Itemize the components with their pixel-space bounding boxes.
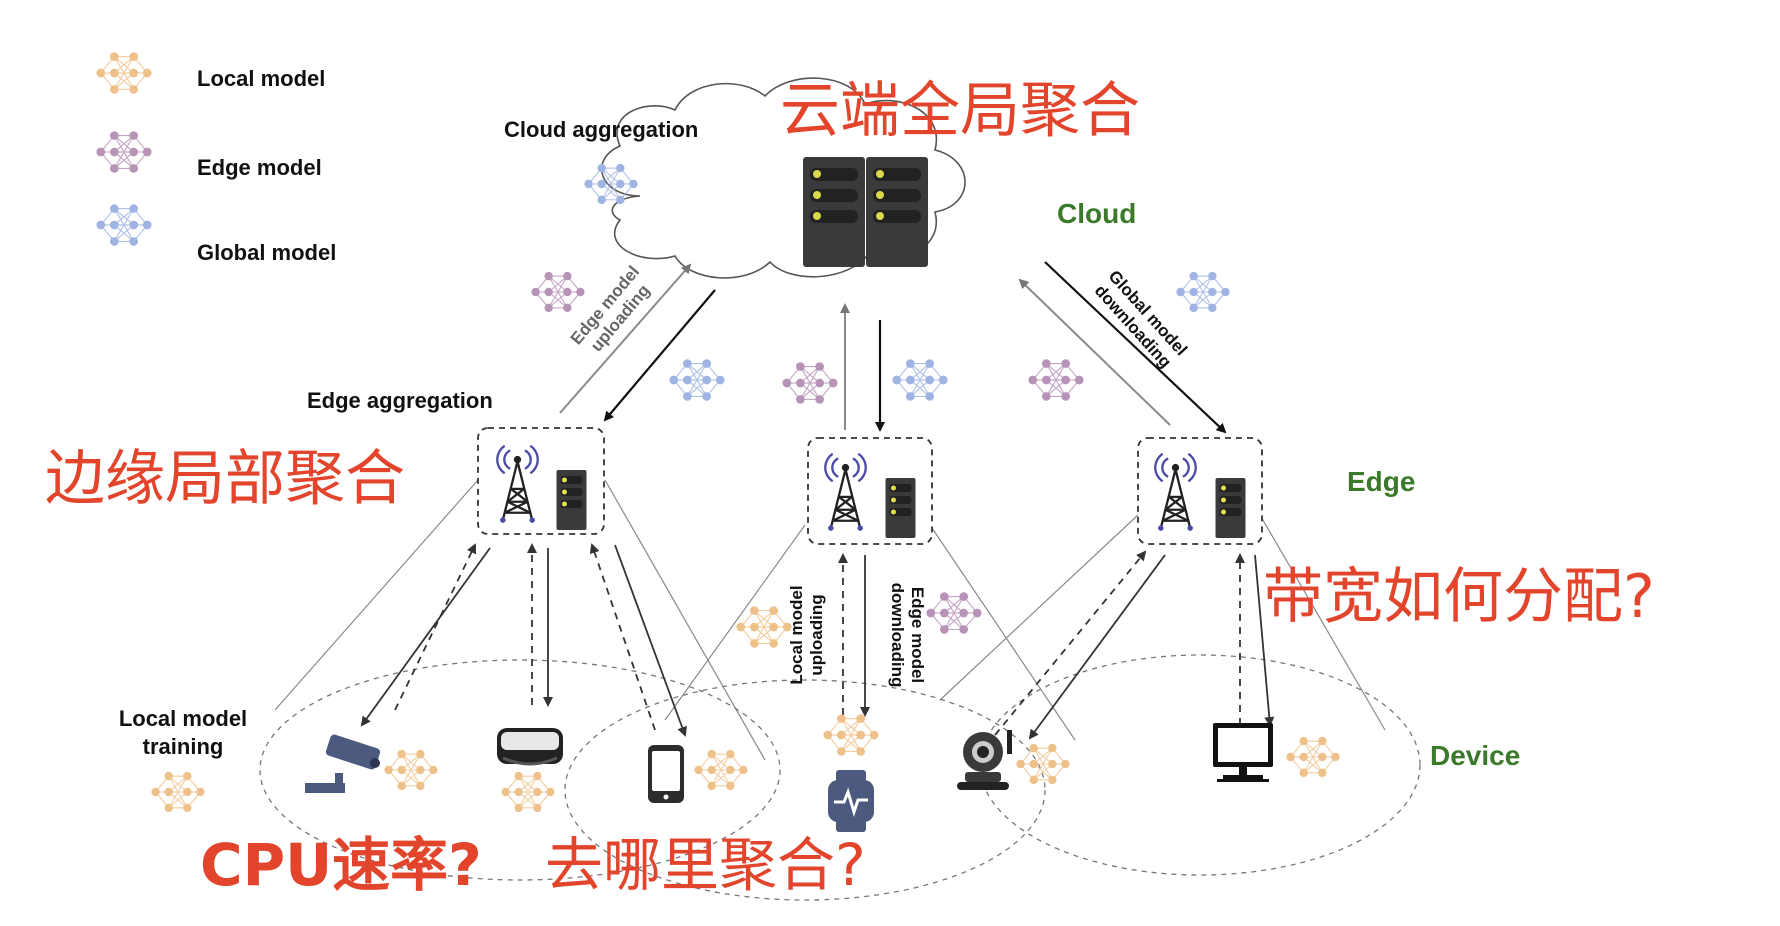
annotation-edge-local-aggregation: 边缘局部聚合	[45, 444, 405, 514]
vr-headset-icon	[497, 728, 563, 766]
smartphone-icon	[648, 745, 684, 803]
cctv-camera-icon	[305, 734, 381, 793]
legend	[95, 51, 153, 247]
edge-coverage-lines	[274, 479, 1386, 761]
local-model-training-label: Local model training	[113, 706, 253, 760]
legend-global-model-label: Global model	[197, 240, 337, 265]
edge-device-arrows	[360, 543, 1275, 740]
local-model-training-line2: training	[142, 734, 224, 759]
device-tier-label: Device	[1430, 740, 1521, 771]
local-model-icon	[693, 749, 749, 791]
local-model-icon	[150, 771, 206, 813]
global-model-legend-icon	[95, 203, 153, 247]
edge-model-icon	[925, 591, 983, 635]
local-model-training-line1: Local model	[118, 706, 248, 731]
cloud-server-rack-icon	[803, 157, 928, 267]
server-rack-icon	[556, 470, 587, 530]
edge-model-icon	[781, 361, 839, 405]
device-cluster-middle	[564, 679, 1046, 901]
smartwatch-icon	[828, 770, 874, 832]
global-model-icon	[1175, 271, 1231, 313]
annotation-where-to-aggregate: 去哪里聚合?	[545, 831, 866, 899]
legend-edge-model-label: Edge model	[197, 155, 322, 180]
edge-model-legend-icon	[95, 130, 153, 174]
server-rack-icon	[885, 478, 916, 538]
device-cluster-right	[979, 654, 1421, 876]
local-model-uploading-line1: Local model	[787, 585, 806, 685]
cloud-aggregation-label: Cloud aggregation	[504, 117, 699, 142]
device-cluster-left	[259, 659, 781, 881]
cloud-tier-label: Cloud	[1057, 198, 1137, 229]
local-model-uploading-label: Local model uploading	[787, 570, 827, 700]
local-model-icon	[822, 713, 880, 757]
local-model-icon	[1285, 736, 1341, 778]
local-model-icon	[1015, 743, 1071, 785]
legend-local-model-label: Local model	[197, 66, 326, 91]
cloud-edge-arrows	[559, 261, 1227, 434]
edge-model-downloading-label: Edge model downloading	[887, 570, 927, 700]
edge-node-right	[1137, 437, 1263, 545]
webcam-icon	[957, 730, 1012, 790]
local-model-legend-icon	[95, 51, 153, 95]
local-model-uploading-line2: uploading	[807, 594, 826, 676]
edge-node-middle	[807, 437, 933, 545]
edge-model-downloading-line2: downloading	[888, 582, 907, 688]
annotation-cloud-global-aggregation: 云端全局聚合	[780, 76, 1140, 146]
monitor-icon	[1213, 723, 1273, 782]
global-model-icon	[668, 358, 726, 402]
edge-tier-label: Edge	[1347, 466, 1416, 497]
edge-model-icon	[1027, 358, 1085, 402]
annotation-cpu-rate: CPU速率?	[200, 831, 482, 899]
global-model-icon	[891, 358, 949, 402]
annotation-bandwidth-allocation: 带宽如何分配?	[1263, 562, 1655, 632]
server-rack-icon	[1215, 478, 1246, 538]
edge-node-left	[477, 427, 605, 535]
edge-aggregation-label: Edge aggregation	[307, 388, 493, 413]
local-model-icon	[735, 605, 793, 649]
local-model-icon	[383, 749, 439, 791]
local-model-icon	[500, 771, 556, 813]
edge-model-icon	[530, 271, 586, 313]
edge-model-downloading-line1: Edge model	[908, 586, 927, 684]
